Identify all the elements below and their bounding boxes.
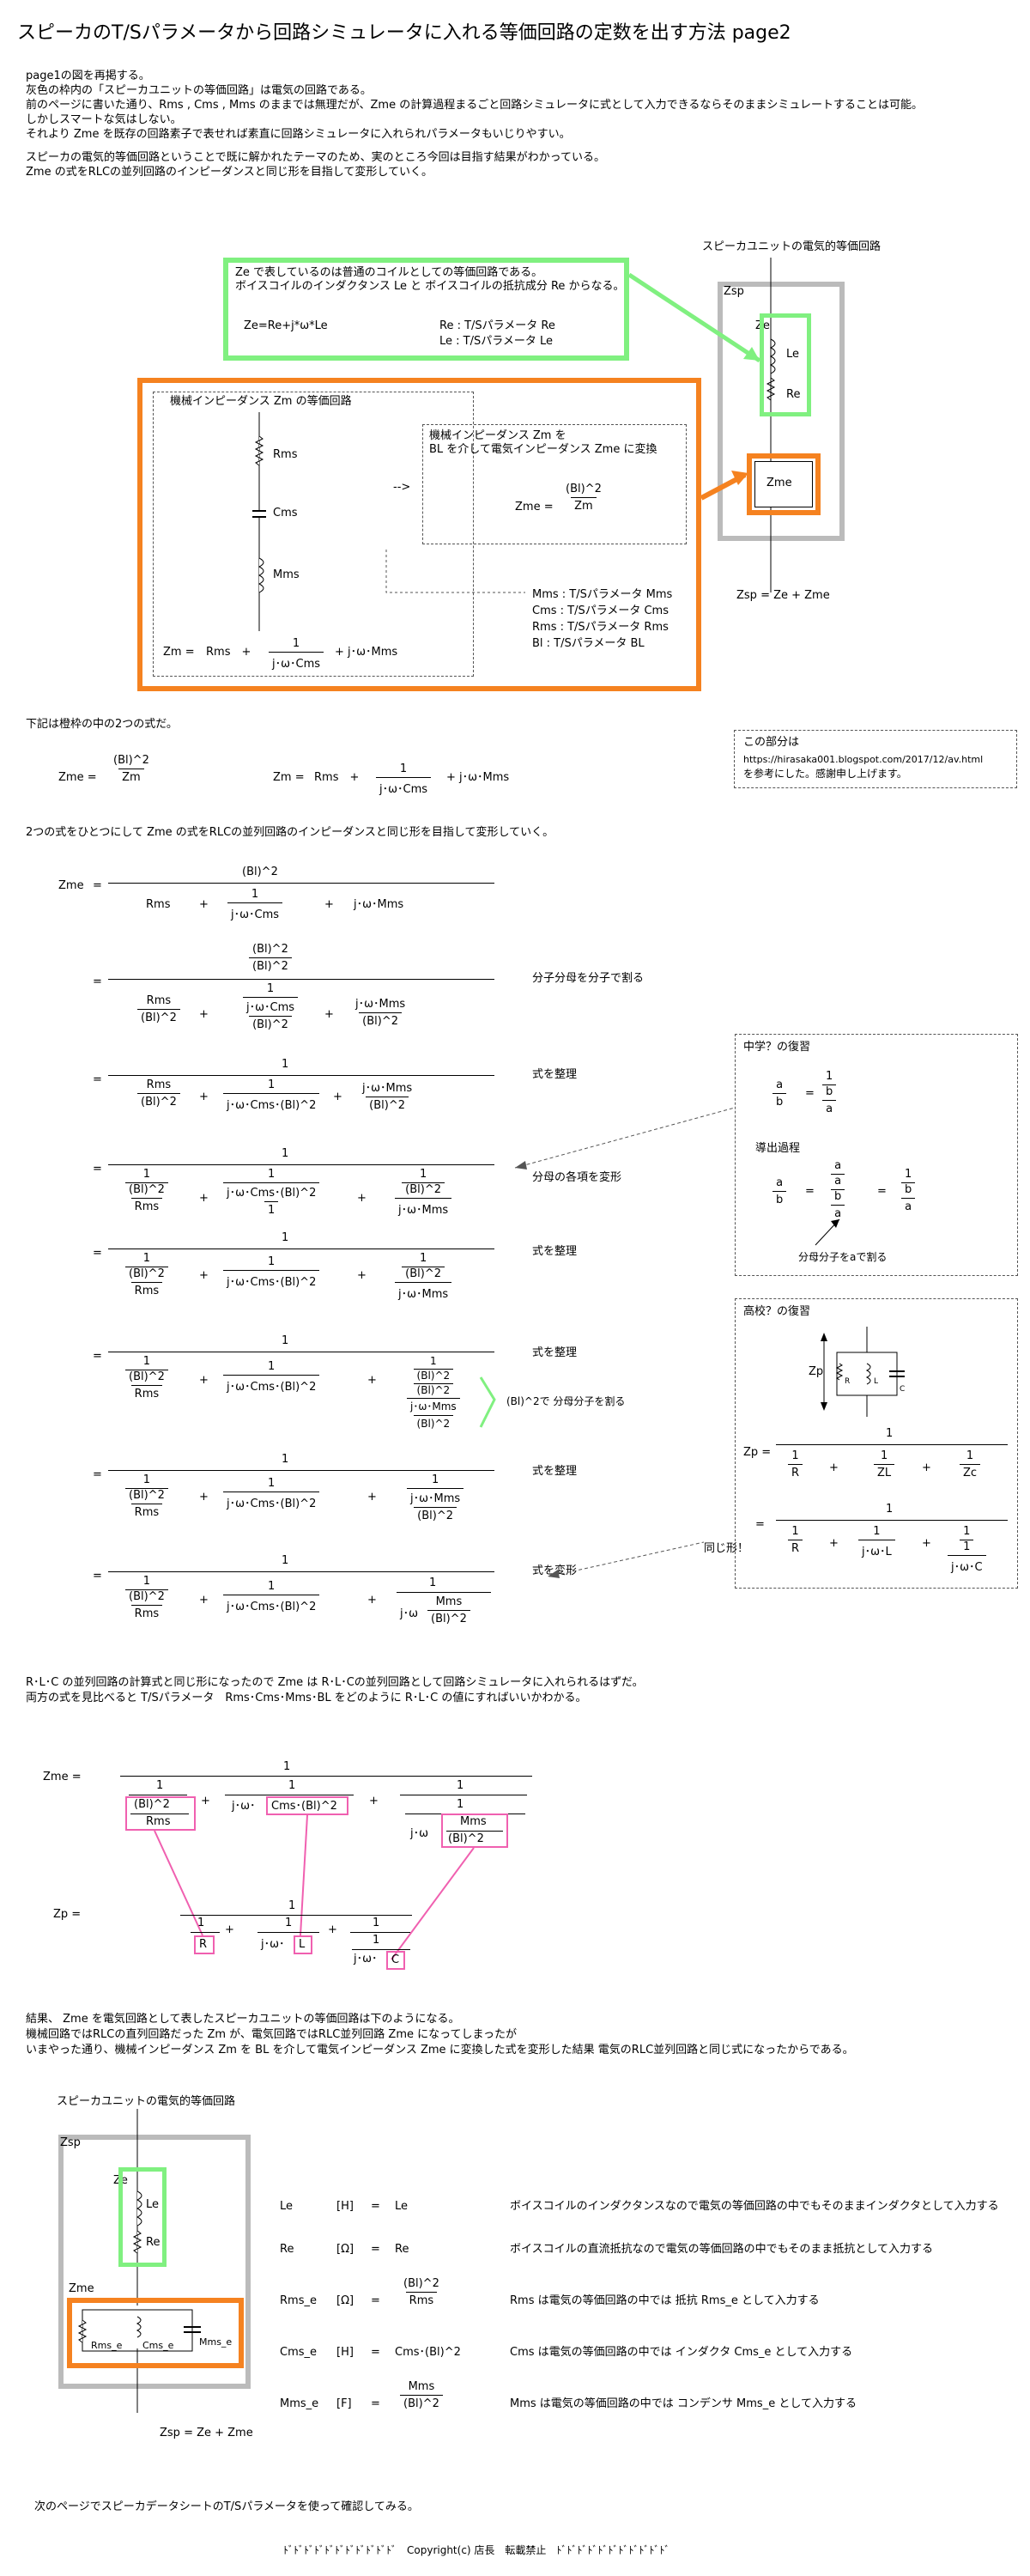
zsp-box [718, 282, 845, 541]
zm-orange-box [137, 378, 701, 691]
parallel-rlc-symbol [821, 1327, 905, 1417]
zme-box [754, 461, 813, 507]
mech-box [153, 392, 474, 677]
s3-line2: 両方の式を見比べると T/Sパラメータ Rms･Cms･Mms･BL をどのよう… [26, 1692, 587, 1704]
le-label: Le [786, 348, 800, 361]
copyright: ﾄﾞﾄﾞﾄﾞﾄﾞﾄﾞﾄﾞﾄﾞﾄﾞﾄﾞﾄﾞﾄﾞ Copyright(c) 店長 転… [283, 2544, 670, 2556]
ze-equation: Ze=Re+j*ω*Le [244, 319, 328, 332]
s4-line2: 機械回路ではRLCの直列回路だった Zm が、電気回路ではRLC並列回路 Zme… [26, 2028, 517, 2041]
same-form-arrow [548, 1541, 705, 1578]
s3-line1: R･L･C の並列回路の計算式と同じ形になったので Zme は R･L･Cの並列… [26, 1676, 644, 1689]
same-form-label: 同じ形！ [704, 1542, 749, 1555]
reference-box [734, 730, 1017, 788]
side-box-2 [735, 1298, 1018, 1589]
side1-arrows [514, 1107, 840, 1246]
conv-box [422, 424, 687, 544]
mech-title: 機械インピーダンス Zm の等価回路 [170, 395, 352, 408]
s4-line3: いまやった通り、機械インピーダンス Zm を BL を介して電気インピーダンス … [26, 2044, 854, 2057]
intro-text: page1の図を再掲する。灰色の枠内の「スピーカユニットの等価回路」は電気の回路… [26, 70, 924, 179]
green-arrow [627, 272, 761, 363]
ze-green-box [760, 313, 811, 416]
zme-label: Zme [766, 477, 792, 489]
s2-goal: 2つの式をひとつにして Zme の式をRLCの並列回路のインピーダンスと同じ形を… [26, 826, 554, 839]
zsp-label: Zsp [724, 285, 744, 298]
zme-orange-box [747, 453, 821, 515]
s2-intro: 下記は橙枠の中の2つの式だ。 [26, 718, 178, 731]
s4-line1: 結果、 Zme を電気回路として表したスピーカユニットの等価回路は下のようになる… [26, 2013, 460, 2026]
cms-label: Cms [273, 507, 298, 519]
side-box-1 [735, 1034, 1018, 1276]
page-title: スピーカのT/Sパラメータから回路シミュレータに入れる等価回路の定数を出す方法 … [17, 22, 791, 44]
dashed-leader [385, 550, 525, 593]
mech-circuit [252, 412, 266, 631]
conv-arrow: --> [393, 481, 411, 494]
reference-link[interactable]: https://hirasaka001.blogspot.com/2017/12… [743, 754, 984, 765]
unit-title: スピーカユニットの電気的等価回路 [702, 240, 882, 253]
mms-label: Mms [273, 568, 300, 581]
fig2-le-re [132, 2190, 142, 2254]
brace [479, 1376, 496, 1428]
ze-description-box [223, 258, 629, 361]
next-page-note: 次のページでスピーカデータシートのT/Sパラメータを使って確認してみる。 [34, 2500, 419, 2513]
fig2-rlc [77, 2309, 201, 2352]
rms-label: Rms [273, 448, 298, 461]
re-label: Re [786, 388, 801, 401]
orange-arrow [700, 471, 748, 501]
zsp-box-2 [58, 2135, 251, 2389]
zsp-eq: Zsp = Ze + Zme [736, 589, 830, 602]
le-re-symbols [766, 338, 776, 401]
